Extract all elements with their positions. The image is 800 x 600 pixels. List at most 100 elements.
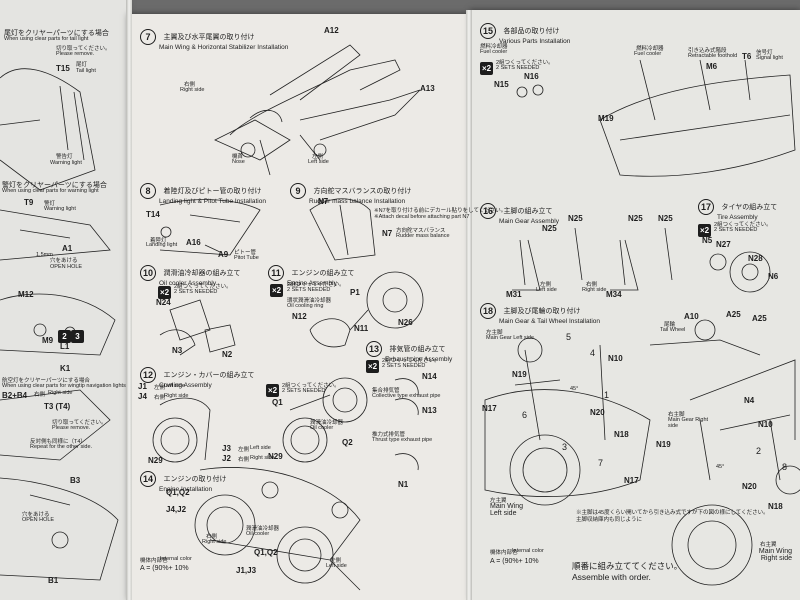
s12-j2-jp: 右側 — [238, 457, 250, 463]
s18-right-gear-jp: 右主脚 — [668, 412, 685, 418]
part-m34: M34 — [606, 290, 622, 299]
part-n13: N13 — [422, 406, 437, 415]
s12-oil-en: Oil cooler — [310, 425, 334, 431]
part-n25c: N25 — [628, 214, 643, 223]
part-m12: M12 — [18, 290, 34, 299]
step-13-title-jp: 排気管の組み立て — [389, 345, 446, 353]
s18-color-en: Internal color — [512, 548, 544, 554]
s15-signal-en: Signal light — [756, 55, 783, 61]
part-n17b: N17 — [624, 476, 639, 485]
warning-light-clear-en: When using clear parts for warning light — [2, 188, 99, 194]
part-q1q2: Q1,Q2 — [166, 488, 190, 497]
s12-j2-en: Right side — [250, 455, 275, 461]
repeat-en: Repeat for the other side. — [30, 444, 93, 450]
t9-jp: 警灯 — [44, 201, 56, 207]
part-a9: A9 — [218, 250, 229, 259]
s12-j1-jp: 左側 — [154, 385, 166, 391]
right-side-en: Right side — [48, 390, 73, 396]
part-n1: N1 — [398, 480, 409, 489]
remove-en: Please remove. — [52, 425, 91, 431]
step-16-number: 16 — [480, 202, 496, 219]
s7-right-jp: 右側 — [184, 82, 196, 88]
part-n18: N18 — [614, 430, 629, 439]
page-fold-left — [126, 0, 132, 600]
s16-left-en: Left side — [536, 287, 557, 293]
step-8-number: 8 — [140, 182, 156, 199]
s18-wing-r-jp: 右主翼 — [760, 542, 777, 548]
part-t15: T15 — [56, 64, 70, 73]
step-12-number: 12 — [140, 366, 156, 383]
part-a1: A1 — [62, 244, 73, 253]
s14-left-jp: 左側 — [330, 558, 342, 564]
s18-angle2: 45° — [716, 464, 725, 470]
s18-tail-en: Tail Wheel — [660, 327, 686, 333]
s16-right-jp: 右側 — [586, 282, 598, 288]
s16-right-en: Right side — [582, 287, 607, 293]
page-fold-right — [466, 10, 472, 600]
part-a12: A12 — [324, 26, 339, 35]
s12-sets-badge: ×2 — [266, 380, 279, 398]
s12-x2: ×2 — [266, 384, 279, 397]
assemble-order-en: Assemble with order. — [572, 572, 651, 582]
s14-right-en: Right side — [202, 539, 227, 545]
s8-landing-en: Landing light — [146, 242, 178, 248]
step-11-title-jp: エンジンの組み立て — [291, 269, 355, 277]
callout-6: 6 — [522, 410, 528, 420]
nav-light-warning: 航空灯をクリヤーパーツにする場合 — [2, 378, 90, 384]
s13-sets-badge: ×2 — [366, 356, 379, 374]
nav-light-warning-en: When using clear parts for wingtip navig… — [2, 383, 126, 389]
s10-sets-en: 2 SETS NEEDED — [174, 289, 218, 295]
step-7-title-jp: 主翼及び水平尾翼の取り付け — [163, 33, 255, 41]
repeat-jp: 反対側も同様に（T4） — [30, 439, 86, 445]
s10-sets-jp: 2組つくってください。 — [174, 284, 232, 290]
s15-sets-badge: ×2 — [480, 58, 493, 76]
warning-light-en: Warning light — [50, 160, 82, 166]
part-t3t4: T3 (T4) — [44, 402, 71, 411]
s9-note-jp: ※N7を取り付ける前にデカール貼りをしてください。 — [374, 208, 507, 214]
part-n24: N24 — [156, 298, 171, 307]
step-16-title-jp: 主脚の組み立て — [503, 207, 553, 215]
s17-x2: ×2 — [698, 224, 711, 237]
step-9-header: 9 方向舵マスバランスの取り付け Rudder mass balance Ins… — [290, 182, 411, 205]
part-n27: N27 — [716, 240, 731, 249]
part-n5: N5 — [702, 236, 713, 245]
step-7-title-en: Main Wing & Horizontal Stabilizer Instal… — [159, 44, 289, 51]
step-11-title-en: Engine Assembly — [287, 280, 337, 287]
part-m9: M9 — [42, 336, 54, 345]
part-m31: M31 — [506, 290, 522, 299]
s7-nose-en: Nose — [232, 159, 245, 165]
s12-j1-en: Left side — [164, 383, 185, 389]
step-14-title-jp: エンジンの取り付け — [163, 475, 227, 483]
s12-j3-en: Left side — [250, 445, 271, 451]
part-j2: J2 — [222, 454, 231, 463]
part-j4j2: J4,J2 — [166, 505, 187, 514]
s9-rmb-en: Rudder mass balance — [396, 233, 450, 239]
s10-x2: ×2 — [158, 286, 171, 299]
part-j1j3: J1,J3 — [236, 566, 257, 575]
s14-right-jp: 右側 — [206, 534, 218, 540]
open-hole2-en: OPEN HOLE — [22, 517, 55, 523]
step-14-number: 14 — [140, 470, 156, 487]
part-n7: N7 — [318, 197, 329, 206]
part-a13: A13 — [420, 84, 435, 93]
part-n12: N12 — [292, 312, 307, 321]
step-15-title-en: Various Parts Installation — [499, 38, 571, 45]
s12-j3-jp: 左側 — [238, 447, 250, 453]
step-14-header: 14 エンジンの取り付け Engine Installation — [140, 470, 226, 493]
step-16-header: 16 主脚の組み立て Main Gear Assembly — [480, 202, 559, 225]
part-n16: N16 — [524, 72, 539, 81]
s18-note-jp2: 主脚収納庫内も同じように — [576, 517, 643, 523]
s15-x2: ×2 — [480, 62, 493, 75]
step-8-title-jp: 着陸灯及びピトー管の取り付け — [163, 187, 262, 195]
s14-left-en: Left side — [326, 563, 347, 569]
s18-left-gear-en: Main Gear Left side — [486, 335, 534, 341]
s8-pitot-en: Pitot Tube — [234, 255, 259, 261]
step-12-title-jp: エンジン・カバーの組み立て — [163, 371, 255, 379]
step-10-title-en: Oil cooler Assembly — [159, 280, 217, 287]
s18-color-jp: 機体内部色 — [490, 550, 518, 556]
s14-color-jp: 機体内部色 — [140, 558, 168, 564]
s13-coll-en: Collective type exhaust pipe — [372, 393, 441, 399]
step-18-header: 18 主脚及び尾輪の取り付け Main Gear & Tail Wheel In… — [480, 302, 600, 325]
part-t14: T14 — [146, 210, 160, 219]
